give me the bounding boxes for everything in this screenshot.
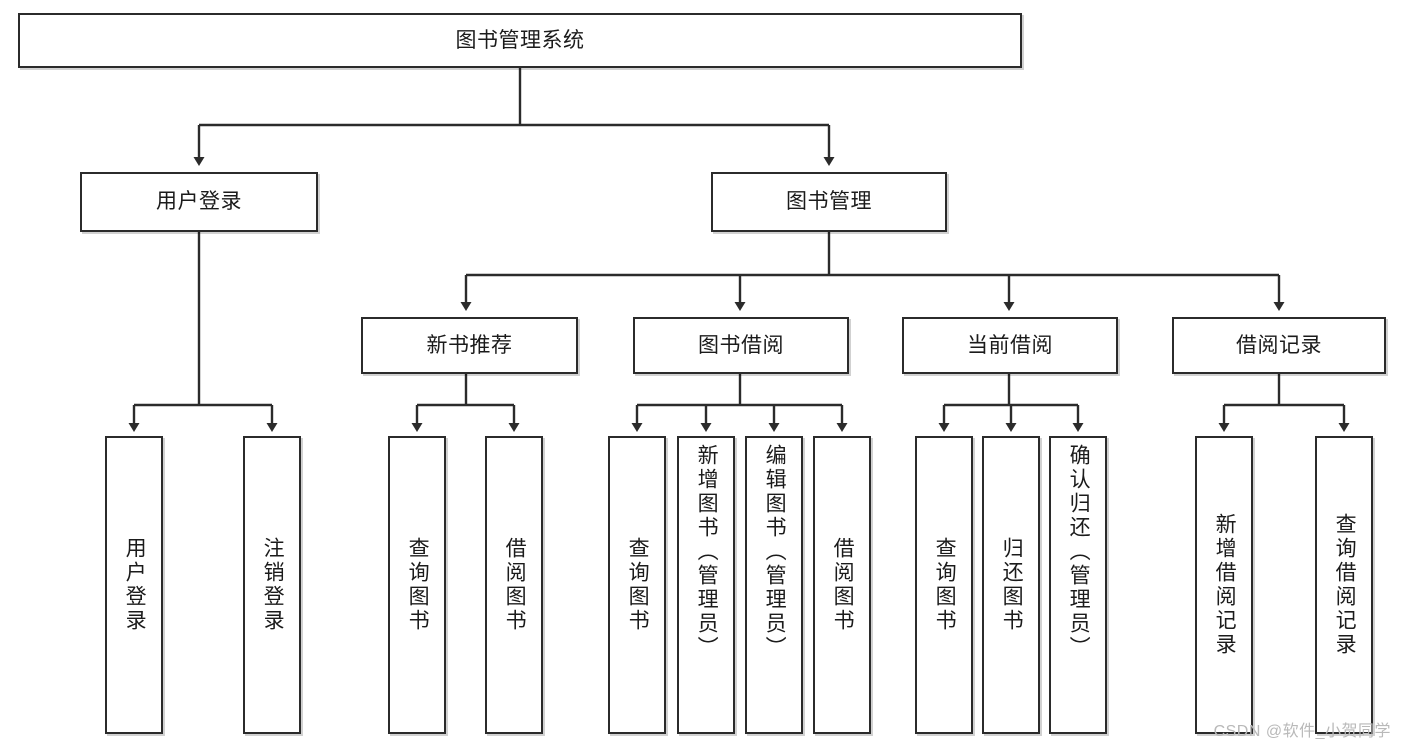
node-leaf-edit-book-admin[interactable]: 编辑图书（管理员）	[745, 436, 803, 734]
node-user-login[interactable]: 用户登录	[80, 172, 318, 232]
node-leaf-confirm-return-admin[interactable]: 确认归还（管理员）	[1049, 436, 1107, 734]
node-leaf-borrow-book-recommend[interactable]: 借阅图书	[485, 436, 543, 734]
node-label: 归还图书	[1000, 537, 1024, 633]
node-leaf-return-book[interactable]: 归还图书	[982, 436, 1040, 734]
node-current-borrow[interactable]: 当前借阅	[902, 317, 1118, 374]
node-label: 查询借阅记录	[1333, 513, 1357, 657]
node-leaf-query-book-current[interactable]: 查询图书	[915, 436, 973, 734]
node-label: 编辑图书（管理员）	[763, 444, 787, 660]
node-leaf-borrow-book[interactable]: 借阅图书	[813, 436, 871, 734]
node-label: 图书管理	[786, 190, 872, 214]
node-label: 确认归还（管理员）	[1067, 444, 1091, 660]
node-leaf-query-book-recommend[interactable]: 查询图书	[388, 436, 446, 734]
node-label: 借阅图书	[831, 537, 855, 633]
node-label: 新增借阅记录	[1213, 513, 1237, 657]
node-leaf-query-borrow-record[interactable]: 查询借阅记录	[1315, 436, 1373, 734]
node-leaf-add-book-admin[interactable]: 新增图书（管理员）	[677, 436, 735, 734]
node-label: 查询图书	[933, 537, 957, 633]
node-book-management[interactable]: 图书管理	[711, 172, 947, 232]
node-label: 图书管理系统	[455, 28, 585, 52]
node-label: 查询图书	[406, 537, 430, 633]
node-leaf-user-login[interactable]: 用户登录	[105, 436, 163, 734]
node-label: 注销登录	[261, 537, 285, 633]
node-label: 新增图书（管理员）	[695, 444, 719, 660]
node-label: 图书借阅	[698, 333, 784, 357]
node-label: 当前借阅	[967, 333, 1053, 357]
node-label: 新书推荐	[426, 333, 513, 357]
node-label: 用户登录	[123, 537, 147, 633]
node-leaf-logout[interactable]: 注销登录	[243, 436, 301, 734]
node-label: 用户登录	[156, 190, 242, 214]
node-book-borrow[interactable]: 图书借阅	[633, 317, 849, 374]
node-borrow-records[interactable]: 借阅记录	[1172, 317, 1386, 374]
node-label: 借阅图书	[503, 537, 527, 633]
node-new-book-recommend[interactable]: 新书推荐	[361, 317, 578, 374]
node-leaf-query-book-borrow[interactable]: 查询图书	[608, 436, 666, 734]
node-root-system[interactable]: 图书管理系统	[18, 13, 1022, 68]
node-label: 借阅记录	[1236, 333, 1322, 357]
node-label: 查询图书	[626, 537, 650, 633]
node-leaf-add-borrow-record[interactable]: 新增借阅记录	[1195, 436, 1253, 734]
